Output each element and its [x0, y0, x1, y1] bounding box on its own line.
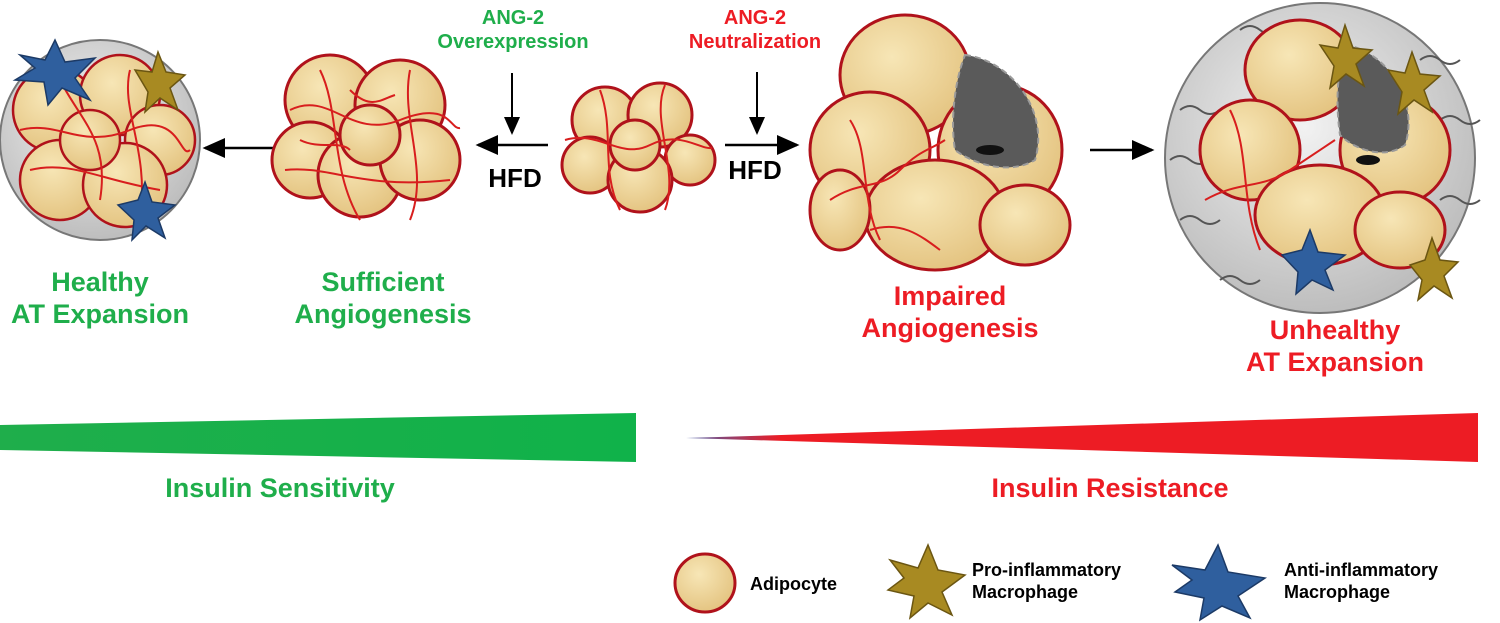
- legend-adipocyte-icon: [673, 552, 737, 614]
- healthy-line1: Healthy: [51, 267, 149, 297]
- healthy-at-sphere: [0, 38, 201, 243]
- healthy-line2: AT Expansion: [10, 299, 190, 330]
- ang2-neutralization-line1: ANG-2: [723, 7, 787, 29]
- sufficient-angiogenesis-label: Sufficient Angiogenesis: [278, 266, 488, 331]
- insulin-resistance-label: Insulin Resistance: [991, 473, 1229, 503]
- baseline-adipocyte-cluster: [560, 81, 717, 214]
- hfd-right-label: HFD: [728, 155, 782, 185]
- pro-inflammatory-macrophage-icon: [1386, 49, 1442, 116]
- legend-anti-inflammatory-label: Anti-inflammatory Macrophage: [1284, 560, 1438, 603]
- legend-anti-line1: Anti-inflammatory: [1284, 560, 1439, 580]
- legend-pro-inflammatory-macrophage-icon: [886, 543, 967, 620]
- nucleus: [1356, 155, 1380, 165]
- ang2-overexpression-label: ANG-2 Overexpression: [408, 6, 618, 54]
- sufficient-line1: Sufficient: [321, 267, 445, 297]
- anti-inflammatory-macrophage-icon: [1280, 227, 1347, 296]
- unhealthy-line1: Unhealthy: [1269, 315, 1401, 345]
- legend-pro-line1: Pro-inflammatory: [972, 560, 1122, 580]
- ang2-overexpression-line1: ANG-2: [481, 7, 545, 29]
- unhealthy-line2: AT Expansion: [1245, 347, 1425, 378]
- impaired-angiogenesis-label: Impaired Angiogenesis: [830, 280, 1070, 345]
- pro-inflammatory-macrophage-icon: [1408, 235, 1460, 303]
- ang2-neutralization-line2: Neutralization: [688, 31, 822, 53]
- hfd-left-label: HFD: [488, 163, 542, 193]
- anti-inflammatory-macrophage-icon: [116, 179, 177, 243]
- pro-inflammatory-macrophage-icon: [1318, 22, 1374, 90]
- sufficient-line2: Angiogenesis: [294, 299, 472, 330]
- unhealthy-at-sphere: [1164, 2, 1481, 314]
- nucleus: [976, 145, 1004, 155]
- sufficient-angiogenesis-cluster: [270, 53, 462, 221]
- legend-adipocyte-label: Adipocyte: [750, 574, 838, 594]
- insulin-sensitivity-bar: [0, 413, 636, 462]
- anti-inflammatory-macrophage-icon: [12, 38, 98, 107]
- impaired-line2: Angiogenesis: [861, 313, 1039, 344]
- legend-pro-line2: Macrophage: [972, 581, 1079, 602]
- impaired-line1: Impaired: [893, 281, 1007, 311]
- legend-anti-inflammatory-macrophage-icon: [1171, 543, 1268, 622]
- legend-pro-inflammatory-label: Pro-inflammatory Macrophage: [972, 560, 1121, 603]
- insulin-resistance-bar: [686, 413, 1478, 462]
- pro-inflammatory-macrophage-icon: [133, 49, 187, 115]
- unhealthy-at-expansion-label: Unhealthy AT Expansion: [1220, 314, 1450, 379]
- hypoxic-region: [952, 53, 1040, 169]
- ang2-overexpression-line2: Overexpression: [437, 31, 589, 53]
- healthy-at-expansion-label: Healthy AT Expansion: [0, 266, 200, 331]
- impaired-angiogenesis-cluster: [808, 13, 1072, 272]
- insulin-sensitivity-label: Insulin Sensitivity: [165, 473, 395, 503]
- legend-anti-line2: Macrophage: [1284, 581, 1391, 602]
- ang2-neutralization-label: ANG-2 Neutralization: [660, 6, 850, 54]
